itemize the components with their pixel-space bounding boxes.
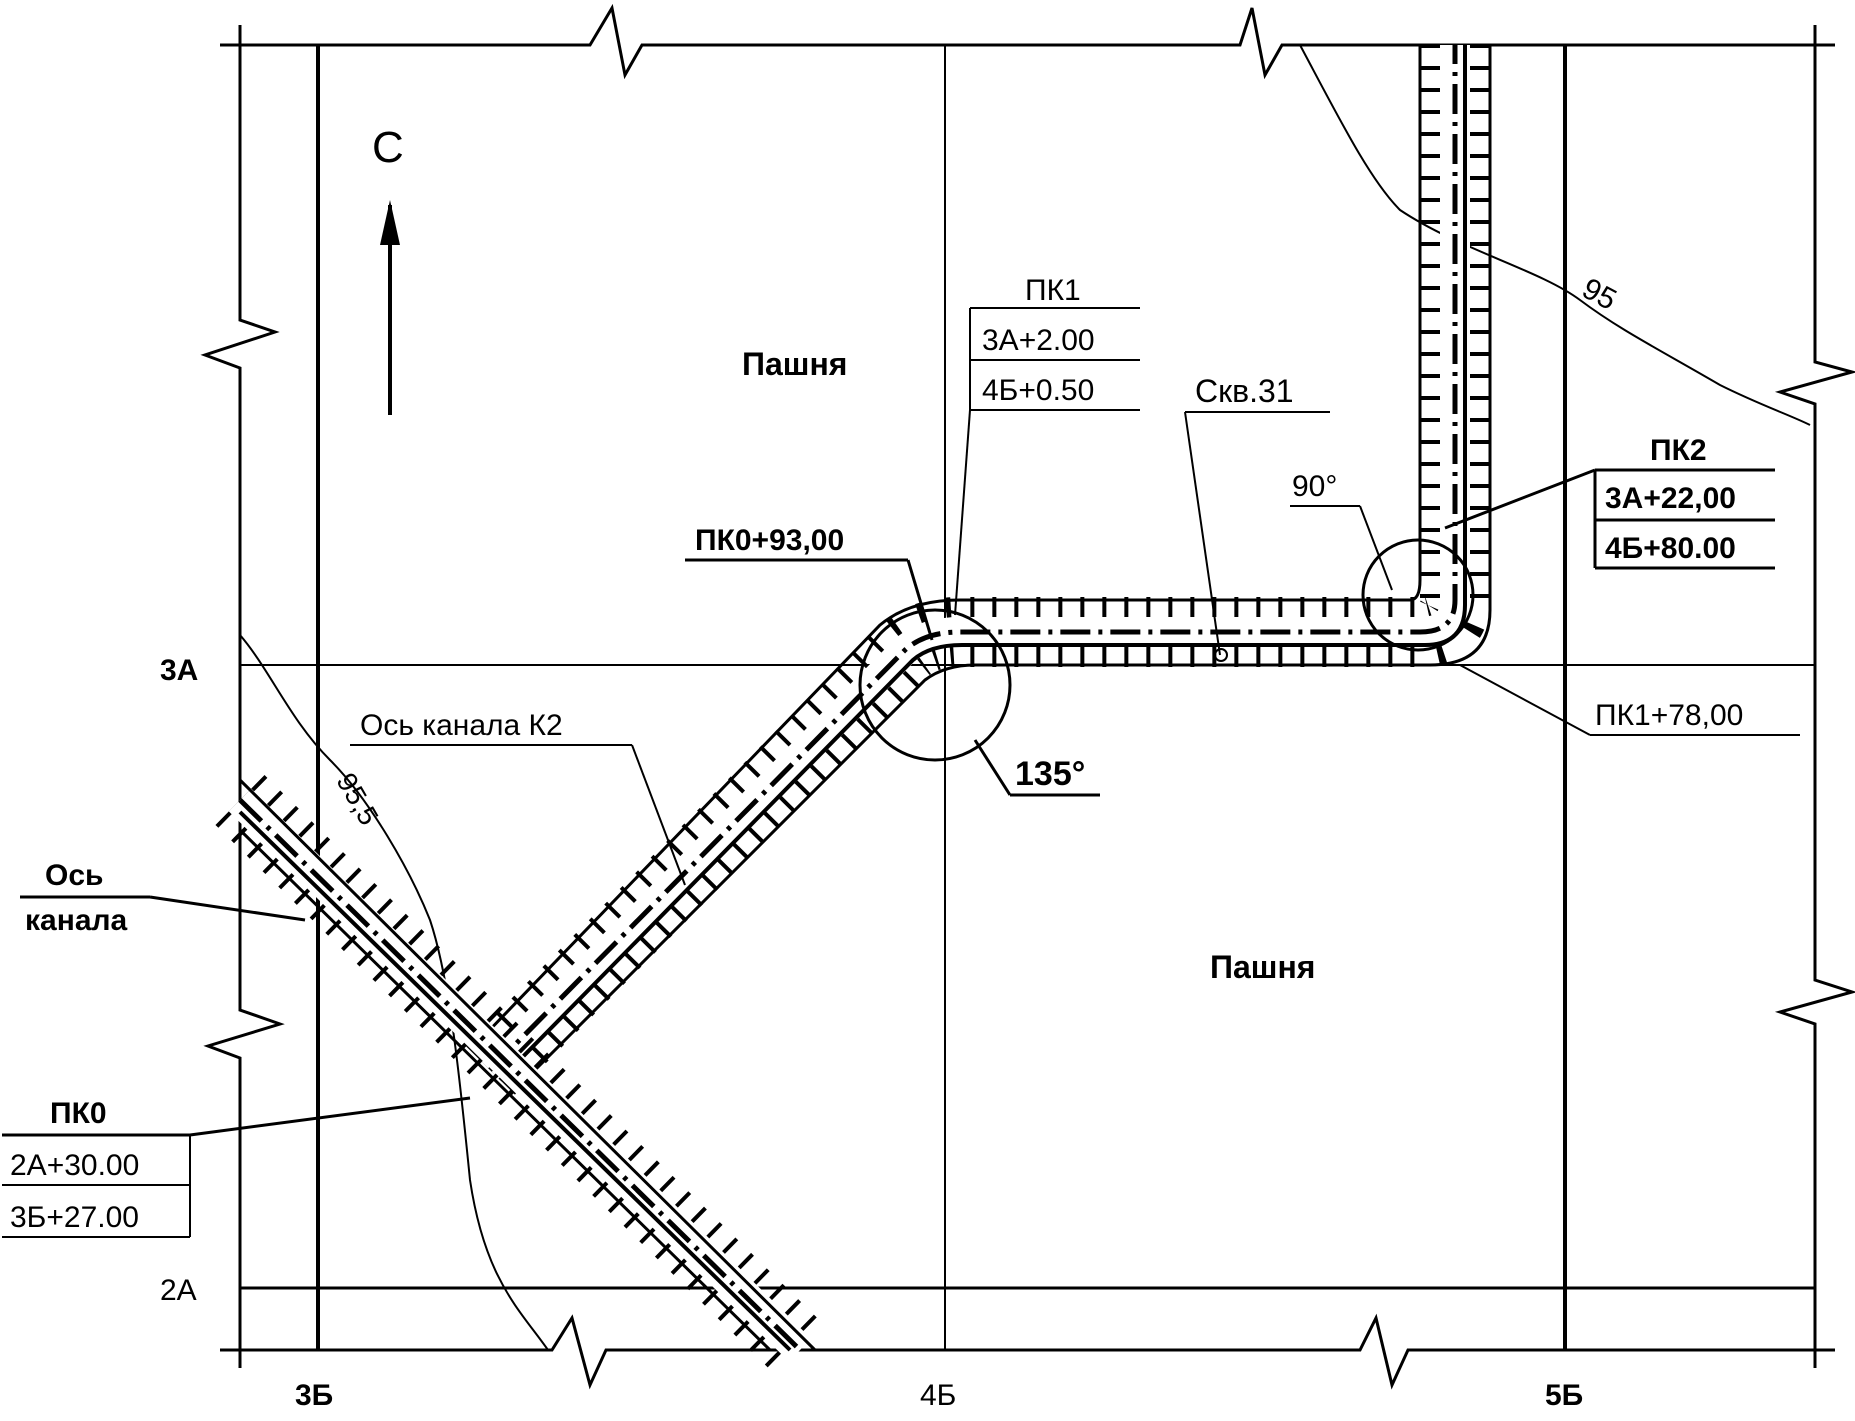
axis-channel-line1: Ось: [45, 859, 103, 892]
well-callout: [1184, 411, 1330, 662]
angle-135-label: 135°: [1015, 755, 1085, 793]
pk0-row1: 2А+30.00: [10, 1149, 139, 1182]
grid-label-5B: 5Б: [1545, 1379, 1583, 1412]
pk0-row2: 3Б+27.00: [10, 1201, 139, 1234]
field-label-bottom: Пашня: [1210, 949, 1315, 985]
axis-k2-callout: [350, 744, 686, 886]
angle-arcs: [858, 538, 1475, 762]
canal-k2: [465, 45, 1492, 1097]
grid-label-3B: 3Б: [295, 1379, 333, 1412]
angle-135-callout: [973, 739, 1100, 797]
angle-90-callout: [1290, 505, 1393, 591]
pk1-78-callout: [1459, 664, 1800, 736]
pk2-row2: 4Б+80.00: [1605, 532, 1736, 565]
pk1-78-title: ПК1+78,00: [1595, 699, 1743, 732]
axis-k2-label: Ось канала К2: [360, 709, 563, 742]
contour-label-95: 95: [1577, 272, 1622, 317]
pk0-title: ПК0: [50, 1097, 107, 1130]
north-arrow: [380, 200, 400, 415]
contour-lines: [239, 44, 1811, 1351]
field-label-top: Пашня: [742, 346, 847, 382]
pk0-93-title: ПК0+93,00: [695, 524, 844, 557]
well-label: Скв.31: [1195, 373, 1294, 409]
grid-lines: [240, 45, 1815, 1350]
grid-label-4B: 4Б: [920, 1379, 956, 1412]
angle-90-label: 90°: [1292, 470, 1337, 503]
pk1-title: ПК1: [1025, 274, 1081, 307]
pk0-93-callout: [685, 558, 934, 641]
pk1-callout: [954, 307, 1140, 616]
grid-label-3A: 3А: [160, 654, 198, 687]
north-arrow-label: С: [372, 123, 404, 172]
frame: [200, 3, 1855, 1390]
contour-label-95-5: 95,5: [330, 768, 384, 831]
pk2-title: ПК2: [1650, 434, 1707, 467]
axis-channel-line2: канала: [25, 904, 128, 937]
pk0-callout: [2, 1096, 471, 1238]
pk2-callout: [1444, 468, 1775, 570]
grid-label-2A: 2А: [160, 1274, 197, 1307]
axis-channel-callout: [20, 895, 306, 922]
pk1-row1: 3А+2.00: [982, 324, 1095, 357]
pk2-row1: 3А+22,00: [1605, 482, 1736, 515]
main-channel: [215, 775, 825, 1375]
pk1-row2: 4Б+0.50: [982, 374, 1094, 407]
